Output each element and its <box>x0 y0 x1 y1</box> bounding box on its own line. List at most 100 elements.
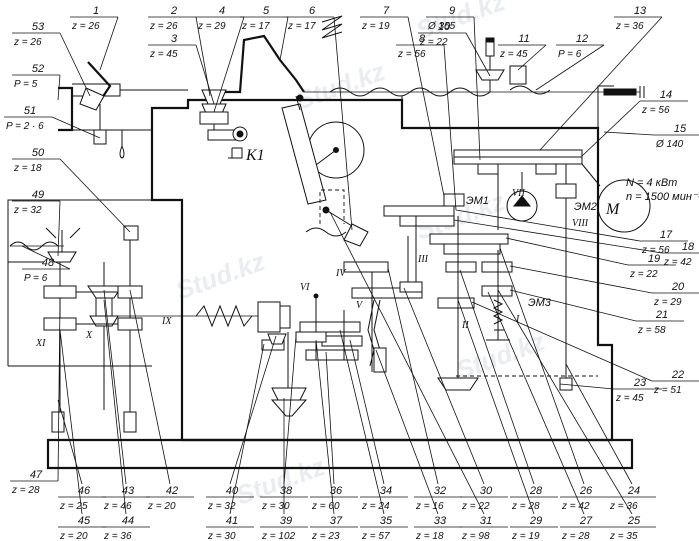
leader-line-30 <box>403 287 485 485</box>
callout-number: 38 <box>280 485 293 497</box>
callout-3: 3z = 45 <box>148 33 196 60</box>
callout-number: 46 <box>78 485 91 497</box>
leader-lines <box>21 16 663 515</box>
callout-spec: P = 2 · 6 <box>6 121 44 132</box>
motor-16: M N = 4 кВт n = 1500 мин⁻¹ <box>581 163 699 233</box>
callout-number: 53 <box>32 21 45 33</box>
callout-8: 8z = 56 <box>396 33 444 60</box>
em2-label: ЭМ2 <box>574 201 597 213</box>
callout-40: 40z = 32 <box>206 485 254 512</box>
leader-line-3 <box>195 44 215 105</box>
callout-23: 23z = 45 <box>614 377 662 404</box>
callout-20: 20z = 29 <box>652 281 699 308</box>
leader-line-51 <box>51 116 101 139</box>
callout-number: 21 <box>655 309 668 321</box>
callout-spec: z = 36 <box>615 21 644 32</box>
shaft-label-i: I <box>515 314 520 325</box>
callout-number: 1 <box>93 5 99 17</box>
shaft-label-x: X <box>85 330 93 341</box>
leader-line-40 <box>229 335 277 485</box>
leader-line-32 <box>387 267 439 485</box>
shaft-label-iv: IV <box>335 268 347 279</box>
callout-10: 10z = 22 <box>418 21 466 48</box>
callout-spec: z = 32 <box>13 205 42 216</box>
callout-number: 52 <box>32 63 44 75</box>
callout-29: 29z = 19 <box>510 515 558 541</box>
em3-label: ЭМ3 <box>528 297 552 309</box>
callout-number: 20 <box>671 281 685 293</box>
gear-19 <box>429 233 509 245</box>
gear-47 <box>43 285 77 299</box>
leader-line-50 <box>59 158 131 233</box>
leader-line-48 <box>21 245 71 270</box>
callout-number: 27 <box>579 515 593 527</box>
callout-11: 11 z = 45 <box>498 33 546 60</box>
callout-24: 24z = 36 <box>608 485 656 512</box>
callout-spec: z = 30 <box>207 531 236 541</box>
leader-line-8 <box>443 44 457 211</box>
callout-number: 26 <box>579 485 593 497</box>
callout-2: 2 z = 26 <box>148 5 196 32</box>
callout-1: 1z = 26 <box>70 5 118 32</box>
callout-number: 15 <box>674 123 687 135</box>
callout-number: 50 <box>32 147 45 159</box>
leader-line-49 <box>57 200 61 257</box>
leader-line-18 <box>453 219 663 254</box>
flywheel-crank <box>281 94 369 247</box>
callout-spec: z = 45 <box>615 393 644 404</box>
callout-spec: z = 29 <box>197 21 226 32</box>
callout-spec: z = 57 <box>361 531 390 541</box>
callout-spec: z = 26 <box>149 21 178 32</box>
callout-number: 44 <box>122 515 134 527</box>
shaft-label-viii: VIII <box>572 218 589 229</box>
leader-line-34 <box>349 339 385 485</box>
gear-49 <box>47 251 77 263</box>
callout-spec: z = 60 <box>311 501 340 512</box>
callout-number: 11 <box>518 33 529 45</box>
callout-number: 30 <box>480 485 493 497</box>
centre-mechanism <box>110 236 423 417</box>
callout-spec: z = 16 <box>415 501 444 512</box>
leader-line-25 <box>497 289 633 515</box>
main-gearbox <box>383 149 598 391</box>
connecting-rod <box>281 103 327 205</box>
callout-spec: z = 42 <box>561 501 590 512</box>
watermark-text-6: Stud.kz <box>452 326 549 386</box>
leader-line-10 <box>465 32 491 77</box>
callout-spec: z = 36 <box>103 531 132 541</box>
callout-12: 12P = 6 <box>556 33 604 60</box>
callout-spec: z = 45 <box>499 49 528 60</box>
callout-number: 31 <box>480 515 492 527</box>
callout-number: 37 <box>330 515 343 527</box>
callout-48: 48P = 6 <box>22 257 70 284</box>
shaft-label-ii: II <box>461 320 469 331</box>
callout-spec: z = 32 <box>207 501 236 512</box>
callout-spec: z = 42 <box>663 257 692 268</box>
callout-number: 47 <box>30 469 43 481</box>
clutch-labels: ЭМ1 ЭМ2 ЭМ3 <box>466 195 597 309</box>
callout-22: 22z = 51 <box>652 369 699 396</box>
callout-33: 33z = 18 <box>414 515 462 541</box>
k1-label: К1 <box>245 147 265 164</box>
gear-2 <box>199 111 229 125</box>
callout-35: 35 z = 57 <box>360 515 408 541</box>
callout-spec: z = 23 <box>311 531 340 541</box>
top-transmission <box>218 15 645 98</box>
gear-17 <box>383 205 455 217</box>
gear-35 <box>299 321 361 333</box>
oil-drop-icon <box>119 145 125 159</box>
callout-spec: z = 98 <box>461 531 490 541</box>
gear-20 <box>481 261 513 273</box>
leader-line-46 <box>57 399 83 485</box>
callout-spec: z = 20 <box>59 531 88 541</box>
callout-number: 48 <box>42 257 55 269</box>
leader-line-4 <box>213 16 245 113</box>
shaft-label-vi: VI <box>300 282 310 293</box>
bevel-gear-3 <box>201 89 227 105</box>
callout-number: 2 <box>170 5 177 17</box>
callout-spec: z = 30 <box>261 501 290 512</box>
callout-number: 6 <box>309 5 316 17</box>
callout-number: 45 <box>78 515 91 527</box>
callout-number: 35 <box>380 515 393 527</box>
